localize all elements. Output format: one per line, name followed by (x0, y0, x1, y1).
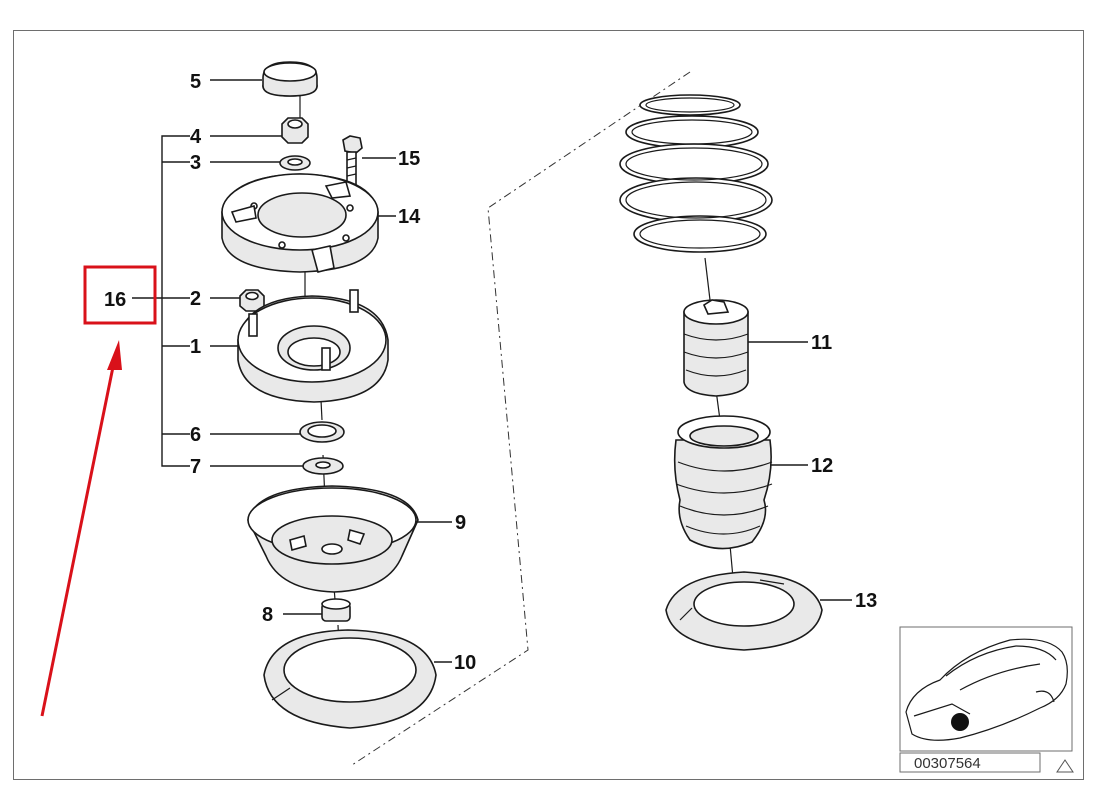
part-9-spring-seat (247, 485, 419, 593)
highlight-box (83, 265, 157, 325)
callout-7: 7 (190, 456, 201, 478)
callout-9: 9 (455, 512, 466, 534)
highlight-arrow (40, 361, 116, 717)
part-3-washer (279, 155, 311, 171)
highlight-arrowhead (107, 340, 122, 370)
warning-triangle-icon (1056, 759, 1074, 773)
part-8-bushing (321, 598, 351, 622)
diagram-number: 00307564 (914, 755, 981, 772)
callout-4: 4 (190, 126, 202, 148)
callout-3: 3 (190, 152, 201, 174)
group-bracket (161, 135, 190, 467)
car-location-icon (899, 626, 1073, 752)
part-10-spring-pad (263, 629, 437, 729)
callout-5: 5 (190, 71, 201, 93)
callout-15: 15 (398, 148, 420, 170)
callout-14: 14 (398, 206, 421, 228)
part-13-lower-pad (665, 571, 823, 651)
part-14-plate (221, 173, 379, 273)
callout-11: 11 (811, 332, 832, 354)
callout-10: 10 (454, 652, 476, 674)
assembly-divider (351, 71, 691, 766)
callout-13: 13 (855, 590, 877, 612)
callout-8: 8 (262, 604, 273, 626)
callout-6: 6 (190, 424, 201, 446)
part-1-strut-mount (237, 289, 389, 403)
diagram-number-box (899, 752, 1041, 773)
coil-spring (619, 94, 773, 253)
part-5-cap (262, 61, 318, 97)
part-7-washer (302, 457, 344, 475)
part-11-bump-stop (683, 299, 749, 397)
callout-2: 2 (190, 288, 201, 310)
part-4-nut (281, 117, 309, 144)
callout-16: 16 (104, 289, 126, 311)
callout-1: 1 (190, 336, 201, 358)
callout-12: 12 (811, 455, 833, 477)
part-12-dust-boot (673, 415, 773, 550)
part-6-ring (299, 421, 345, 443)
